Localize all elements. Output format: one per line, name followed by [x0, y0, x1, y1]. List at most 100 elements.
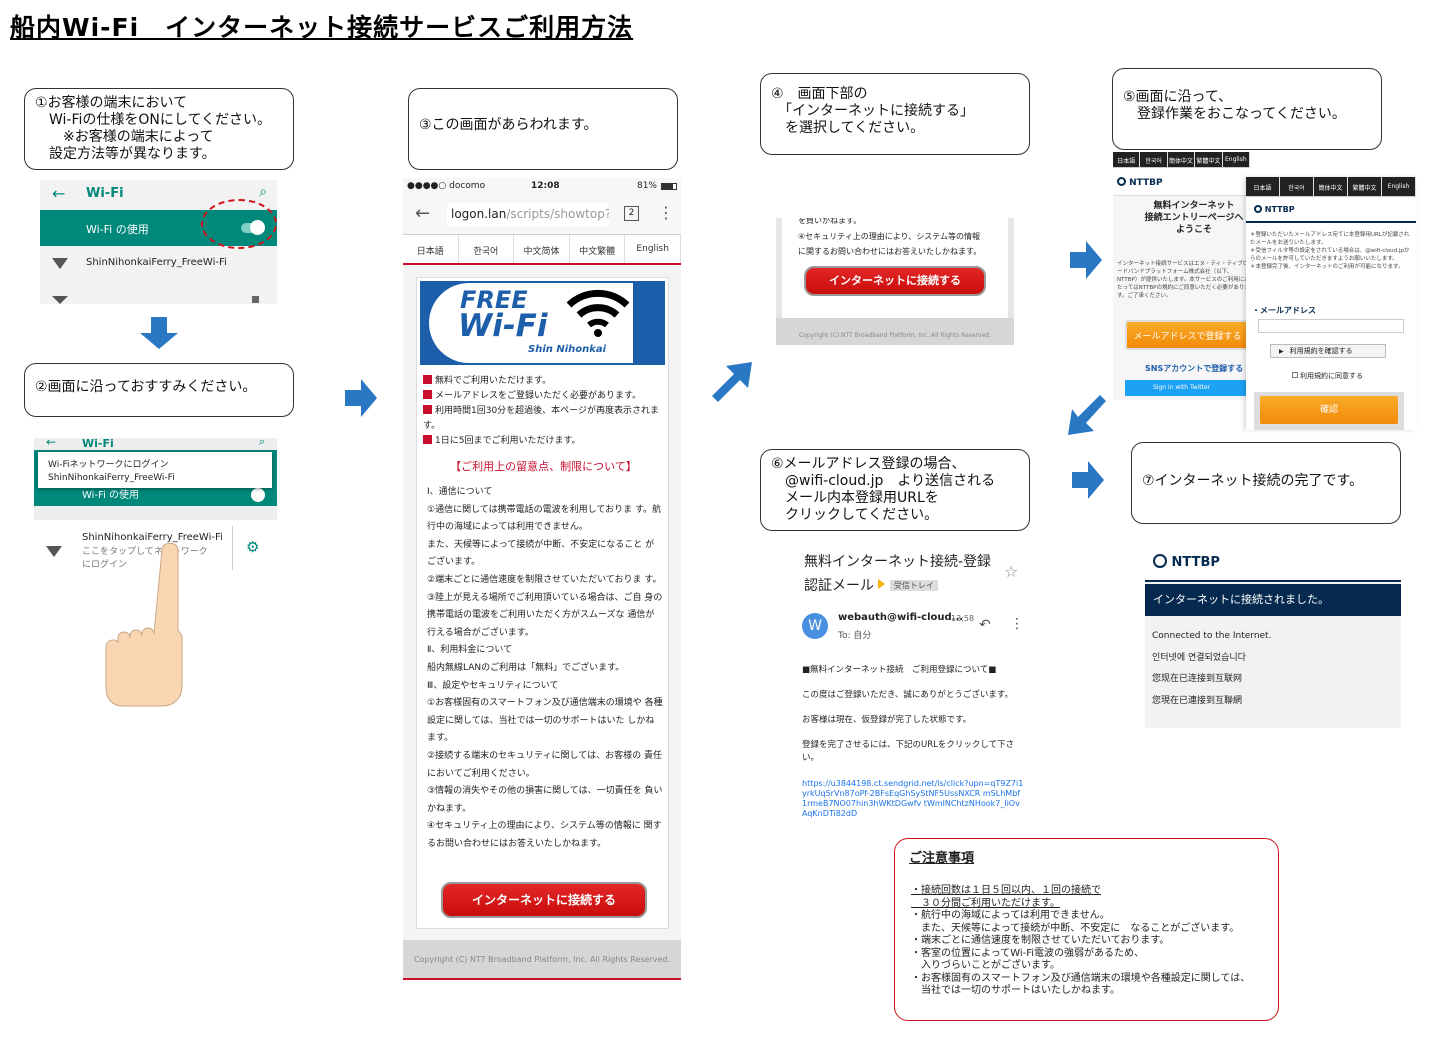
feature-item: 1日に5回までご利用いただけます。: [423, 434, 665, 449]
lang-tab[interactable]: 中文简体: [514, 235, 570, 263]
divider: [232, 526, 233, 570]
notice-line: Ⅱ、利用料金について: [427, 645, 513, 656]
language-tabs[interactable]: 日本語 한국어 簡体中文 繁體中文 English: [1246, 177, 1416, 197]
lang-tab[interactable]: 日本語: [1113, 152, 1141, 167]
connect-crop-screen: を負いかねます。 ④セキュリティ上の理由により、システム等の情報 に関するお問い…: [776, 218, 1014, 345]
down-left-arrow-icon: [1068, 395, 1106, 435]
terms-button[interactable]: ▶利用規約を確認する: [1270, 344, 1386, 358]
lang-tab[interactable]: 한국어: [459, 235, 515, 263]
ntt-logo: NTTBP: [1254, 205, 1295, 214]
notification-title: Wi-Fiネットワークにログイン: [48, 460, 169, 470]
reply-icon[interactable]: ↶: [979, 617, 991, 633]
lang-tab[interactable]: 한국어: [1140, 152, 1168, 167]
confirm-button[interactable]: 確認: [1260, 396, 1398, 424]
star-icon[interactable]: ☆: [1004, 562, 1019, 581]
lang-tab[interactable]: 簡体中文: [1314, 177, 1348, 196]
lang-tab[interactable]: 繁體中文: [1348, 177, 1382, 196]
email-body: ■無料インターネット接続 ご利用登録について■ この度はご登録いただき、誠にあり…: [802, 664, 1024, 819]
network-sub: ここをタップしてネットワーク にログイン: [82, 547, 208, 570]
email-to: To: 自分: [838, 631, 872, 641]
connected-line: 您现在已连接到互联网: [1152, 674, 1243, 684]
hand-pointer-icon: [105, 542, 183, 707]
network-name[interactable]: ShinNihonkaiFerry_FreeWi-Fi: [86, 257, 227, 268]
connected-line: 인터넷에 연결되었습니다: [1152, 652, 1246, 663]
right-arrow-icon: [345, 379, 377, 417]
gear-icon[interactable]: ⚙: [246, 538, 260, 556]
notes-item: ・客室の位置によってWi-Fi電波の強弱があるため、 入りづらいことがございます…: [911, 947, 1145, 972]
email-input[interactable]: [1258, 319, 1404, 333]
email-time: 13:58: [951, 614, 975, 623]
carrier: ●●●●○ docomo: [407, 181, 486, 191]
wifi-signal-icon: [46, 546, 62, 557]
notes-item: ・航行中の海域によっては利用できません。 また、天候等によって接続が中断、不安定…: [911, 910, 1240, 934]
back-arrow-icon[interactable]: ←: [415, 203, 431, 224]
lang-tab[interactable]: 日本語: [403, 235, 459, 263]
feature-item: メールアドレスをご登録いただく必要があります。: [423, 389, 665, 404]
entry-heading: 無料インターネット 接続エントリーページへ ようこそ: [1144, 201, 1244, 235]
connected-line: 您現在已連接到互聯網: [1152, 695, 1243, 706]
connect-button[interactable]: インターネットに接続する: [804, 266, 986, 296]
crop-footer: Copyright (C) NTT Broadband Platform, In…: [776, 318, 1014, 345]
crop-line: を負いかねます。: [798, 218, 862, 225]
confirm-area: 確認: [1254, 392, 1404, 430]
tab-count-icon[interactable]: 2: [624, 206, 639, 221]
lock-icon: [252, 296, 259, 303]
back-arrow-icon[interactable]: ←: [52, 184, 66, 203]
toggle-knob[interactable]: [251, 488, 265, 502]
more-icon[interactable]: ⋮: [1010, 616, 1024, 632]
wifi-toggle-label: Wi-Fi の使用: [82, 490, 140, 501]
url-path: /scripts/showtop?la: [506, 207, 609, 221]
notice-line: ③陸上が見える場所でご利用頂いている場合は、ご自 身の携帯電話の電波をご利用いた…: [427, 592, 663, 638]
twitter-button[interactable]: Sign in with Twitter: [1125, 380, 1250, 396]
verification-link[interactable]: https://u3844198.ct.sendgrid.net/ls/clic…: [802, 779, 1024, 818]
connected-line: Connected to the Internet.: [1152, 631, 1272, 641]
email-register-button[interactable]: メールアドレスで登録する: [1125, 320, 1250, 350]
search-icon: ⌕: [258, 438, 265, 448]
notes-title: ご注意事項: [909, 851, 975, 866]
lang-tab[interactable]: 日本語: [1246, 177, 1280, 196]
feature-list: 無料でご利用いただけます。 メールアドレスをご登録いただく必要があります。 利用…: [423, 374, 665, 449]
search-icon[interactable]: ⌕: [259, 184, 267, 200]
language-tabs[interactable]: 日本語 한국어 中文简体 中文繁體 English: [403, 235, 681, 265]
notice-heading: 【ご利用上の留意点、制限について】: [450, 460, 637, 473]
notice-line: Ⅰ、通信について: [427, 487, 493, 497]
url-bar[interactable]: logon.lan/scripts/showtop?la: [447, 203, 609, 227]
terms-label: 利用規約を確認する: [1289, 347, 1353, 355]
step1-bubble: ①お客様の端末において Wi-Fiの仕様をONにしてください。 ※お客様の端末に…: [24, 88, 294, 170]
notification-sub: ShinNihonkaiFerry_FreeWi-Fi: [48, 473, 175, 483]
entry-description: インターネット接続サービスはエヌ・ティ・ティブロードバンドプラットフォーム株式会…: [1117, 261, 1250, 299]
registration-note: ＊登録いただいたメールアドレス宛てに本登録用URLが記載されたメールをお送りいた…: [1250, 232, 1410, 270]
lang-tab[interactable]: English: [1382, 177, 1416, 196]
login-notification[interactable]: Wi-Fiネットワークにログイン ShinNihonkaiFerry_FreeW…: [38, 452, 272, 488]
notice-line: ①お客様固有のスマートフォン及び通信端末の環境や 各種設定に関しては、当社では一…: [427, 698, 663, 744]
lang-tab[interactable]: English: [625, 235, 681, 263]
notice-line: ②端末ごとに通信速度を制限させていただいておりま す。: [427, 574, 662, 585]
free-wifi-logo: FREE Wi-Fi Shin Nihonkai: [420, 281, 665, 365]
step3-bubble: ③この画面があらわれます。: [408, 88, 678, 170]
lang-tab[interactable]: 中文繁體: [570, 235, 626, 263]
notice-line: ③情報の消失やその他の損害に関しては、一切責任を 負いかねます。: [427, 786, 663, 814]
wifi-signal-icon: [52, 258, 68, 269]
step5-bubble: ⑤画面に沿って、 登録作業をおこなってください。: [1112, 68, 1382, 150]
connect-button[interactable]: インターネットに接続する: [441, 882, 647, 918]
battery-icon: [661, 183, 677, 190]
lang-tab[interactable]: 簡体中文: [1168, 152, 1196, 167]
notes-list: ・接続回数は１日５回以内、１回の接続で ３０分間ご利用いただけます。 ・航行中の…: [911, 885, 1277, 998]
agree-checkbox[interactable]: 利用規約に同意する: [1292, 371, 1363, 381]
step2-bubble: ②画面に沿っておすすみください。: [24, 363, 294, 417]
lang-tab[interactable]: 한국어: [1280, 177, 1314, 196]
portal-footer: Copyright (C) NTT Broadband Platform, In…: [403, 940, 681, 980]
logo-brand: Shin Nihonkai: [528, 344, 607, 355]
back-arrow-icon: ←: [46, 438, 57, 449]
up-right-arrow-icon: [712, 362, 752, 402]
android-login-screen: ← Wi-Fi ⌕ Wi-Fi の使用 Wi-Fiネットワークにログイン Shi…: [34, 438, 277, 576]
importance-icon: [878, 579, 886, 589]
network-row[interactable]: ShinNihonkaiFerry_FreeWi-Fi ここをタップしてネットワ…: [34, 520, 277, 576]
language-tabs[interactable]: 日本語 한국어 簡体中文 繁體中文 English: [1113, 152, 1250, 168]
more-icon[interactable]: ⋮: [658, 203, 674, 222]
crop-line: ④セキュリティ上の理由により、システム等の情報: [798, 232, 980, 241]
lang-tab[interactable]: English: [1223, 152, 1250, 167]
portal-card: FREE Wi-Fi Shin Nihonkai 無料でご利用いただけます。 メ…: [416, 277, 669, 929]
lang-tab[interactable]: 繁體中文: [1195, 152, 1223, 167]
inbox-badge[interactable]: 受信トレイ: [889, 580, 938, 591]
